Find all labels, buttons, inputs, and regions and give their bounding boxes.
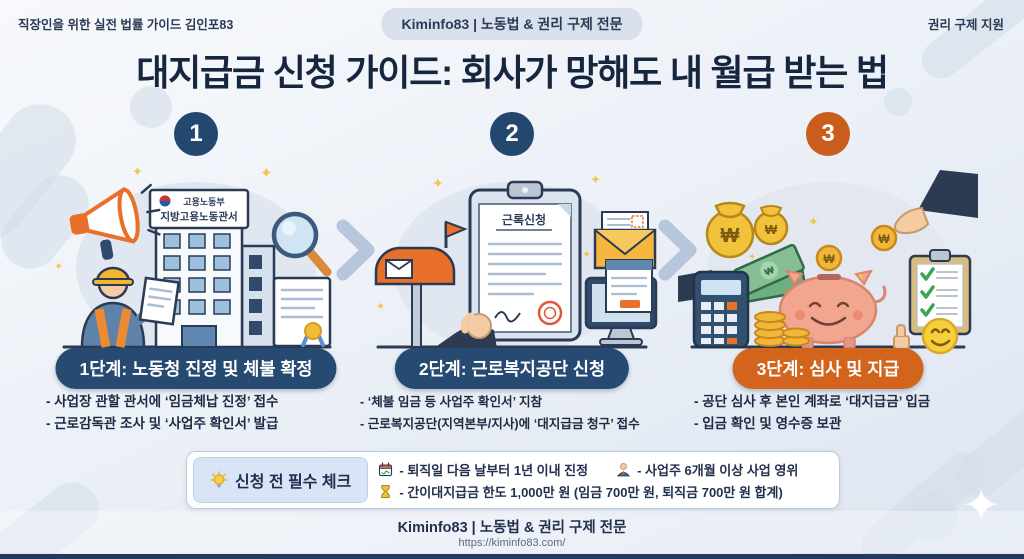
hourglass-icon — [381, 484, 391, 498]
step-1-illustration: 고용노동부 지방고용노동관서 — [54, 164, 332, 354]
building-sign-office: 지방고용노동관서 — [160, 210, 237, 223]
hand-dropping-coin-icon: ₩ — [870, 170, 978, 252]
step-2-heading-pill: 2단계: 근로복지공단 신청 — [394, 348, 630, 389]
money-bags-icon: ₩ ₩ — [705, 201, 789, 259]
megaphone-icon — [69, 183, 161, 260]
sparkle-icon: ✦ — [856, 271, 865, 283]
won-symbol: ₩ — [721, 225, 740, 247]
sparkle-icon: ✦ — [54, 261, 63, 273]
decor-blob — [130, 86, 172, 128]
bullet-line: - ‘체불 임금 등 사업주 확인서’ 지참 — [360, 395, 543, 409]
bullet-line: - 공단 심사 후 본인 계좌로 ‘대지급금’ 입금 — [694, 394, 931, 409]
coin-stack-icon — [754, 311, 810, 347]
checklist-item-text: - 사업주 6개월 이상 사업 영위 — [637, 462, 799, 478]
checklist-label-text: 신청 전 필수 체크 — [235, 474, 352, 491]
step-1-bullets: - 사업장 관할 관서에 ‘임금체납 진정’ 접수 - 근로감독관 조사 및 ‘… — [46, 391, 354, 435]
bottom-accent-bar — [0, 554, 1024, 559]
building-sign-org: 고용노동부 — [183, 197, 224, 207]
checklist-line: - 퇴직일 다음 날부터 1년 이내 진정 - 사업주 6개월 이상 사업 영위 — [378, 460, 839, 479]
page-title: 대지급금 신청 가이드: 회사가 망해도 내 월급 받는 법 — [136, 52, 889, 93]
smiley-icon — [921, 317, 959, 355]
footer-url: https://kiminfo83.com/ — [458, 537, 566, 549]
footer-strip — [0, 511, 1024, 553]
bullet-line: - 사업장 관할 관서에 ‘임금체납 진정’ 접수 — [46, 394, 279, 409]
step-1-heading-pill: 1단계: 노동청 진정 및 체불 확정 — [55, 348, 337, 389]
won-symbol: ₩ — [823, 252, 835, 266]
checklist-icon — [908, 249, 972, 336]
sparkle-icon: ✦ — [260, 165, 273, 182]
step-2-illustration: 근록신청 — [374, 172, 658, 355]
checklist-label: 신청 전 필수 체크 — [193, 457, 369, 503]
chevron-right-icon — [336, 219, 375, 281]
hand-holding-clipboard — [424, 312, 498, 355]
step-3-number-badge: 3 — [806, 112, 850, 156]
step-2-number-badge: 2 — [490, 112, 534, 156]
sparkle-icon: ✦ — [432, 175, 444, 191]
decor-blob — [884, 88, 912, 116]
checklist-items: - 퇴직일 다음 날부터 1년 이내 진정 - 사업주 6개월 이상 사업 영위… — [378, 460, 839, 501]
sparkle-icon: ✦ — [748, 252, 756, 263]
header-right-note: 권리 구제 지원 — [928, 18, 1004, 32]
step-2-section: 2 근록신청 — [352, 108, 672, 453]
step-3-section: 3 ₩ ₩ ₩ — [668, 108, 988, 453]
footer-brand: Kiminfo83 | 노동법 & 권리 구제 전문 — [397, 520, 627, 536]
sparkle-icon: ✦ — [376, 301, 385, 313]
worker-icon — [80, 266, 181, 349]
businessman-icon — [617, 462, 631, 476]
bullet-line: - 근로감독관 조사 및 ‘사업주 확인서’ 발급 — [46, 416, 279, 431]
checklist-item-text: - 퇴직일 다음 날부터 1년 이내 진정 — [399, 462, 589, 478]
bullet-line: - 근로복지공단(지역본부/지사)에 ‘대지급금 청구’ 접수 — [360, 417, 640, 431]
certificate-icon — [272, 276, 332, 348]
header-tagline: 직장인을 위한 실전 법률 가이드 김인포83 — [18, 18, 234, 32]
lightbulb-icon — [210, 471, 228, 488]
magnifier-icon — [271, 211, 332, 277]
step-3-illustration: ₩ ₩ ₩ ₩ — [678, 170, 978, 355]
checklist-line: - 간이대지급금 한도 1,000만 원 (임금 700만 원, 퇴직금 700… — [378, 482, 839, 501]
bullet-line: - 입금 확인 및 영수증 보관 — [694, 416, 842, 431]
pre-application-checklist: 신청 전 필수 체크 - 퇴직일 다음 날부터 1년 이내 진정 - — [186, 451, 840, 509]
application-clipboard-icon: 근록신청 — [468, 180, 582, 342]
sparkle-icon: ✦ — [808, 214, 819, 229]
sparkle-icon: ✦ — [582, 249, 591, 261]
header-brand-pill: Kiminfo83 | 노동법 & 권리 구제 전문 — [381, 8, 643, 40]
won-symbol: ₩ — [878, 232, 890, 246]
step-1-number-badge: 1 — [174, 112, 218, 156]
monitor-icon — [584, 259, 658, 346]
step-3-bullets: - 공단 심사 후 본인 계좌로 ‘대지급금’ 입금 - 입금 확인 및 영수증… — [694, 391, 986, 435]
calculator-icon — [692, 270, 750, 349]
sparkle-icon: ✦ — [132, 164, 143, 179]
checklist-item-text: - 간이대지급금 한도 1,000만 원 (임금 700만 원, 퇴직금 700… — [399, 484, 783, 500]
sparkle-icon: ✦ — [590, 172, 601, 187]
won-symbol: ₩ — [765, 222, 778, 237]
step-2-bullets: - ‘체불 임금 등 사업주 확인서’ 지참 - 근로복지공단(지역본부/지사)… — [360, 391, 670, 435]
mailbox-icon — [374, 220, 468, 348]
thumbs-up-icon — [893, 323, 910, 350]
chevron-right-icon — [658, 219, 697, 281]
step-3-heading-pill: 3단계: 심사 및 지급 — [732, 348, 924, 389]
calendar-icon — [379, 462, 393, 476]
clipboard-document-title: 근록신청 — [502, 212, 546, 227]
step-1-section: 1 고용노동부 지방고용노동관서 — [36, 108, 356, 453]
decor-blob — [908, 492, 958, 542]
